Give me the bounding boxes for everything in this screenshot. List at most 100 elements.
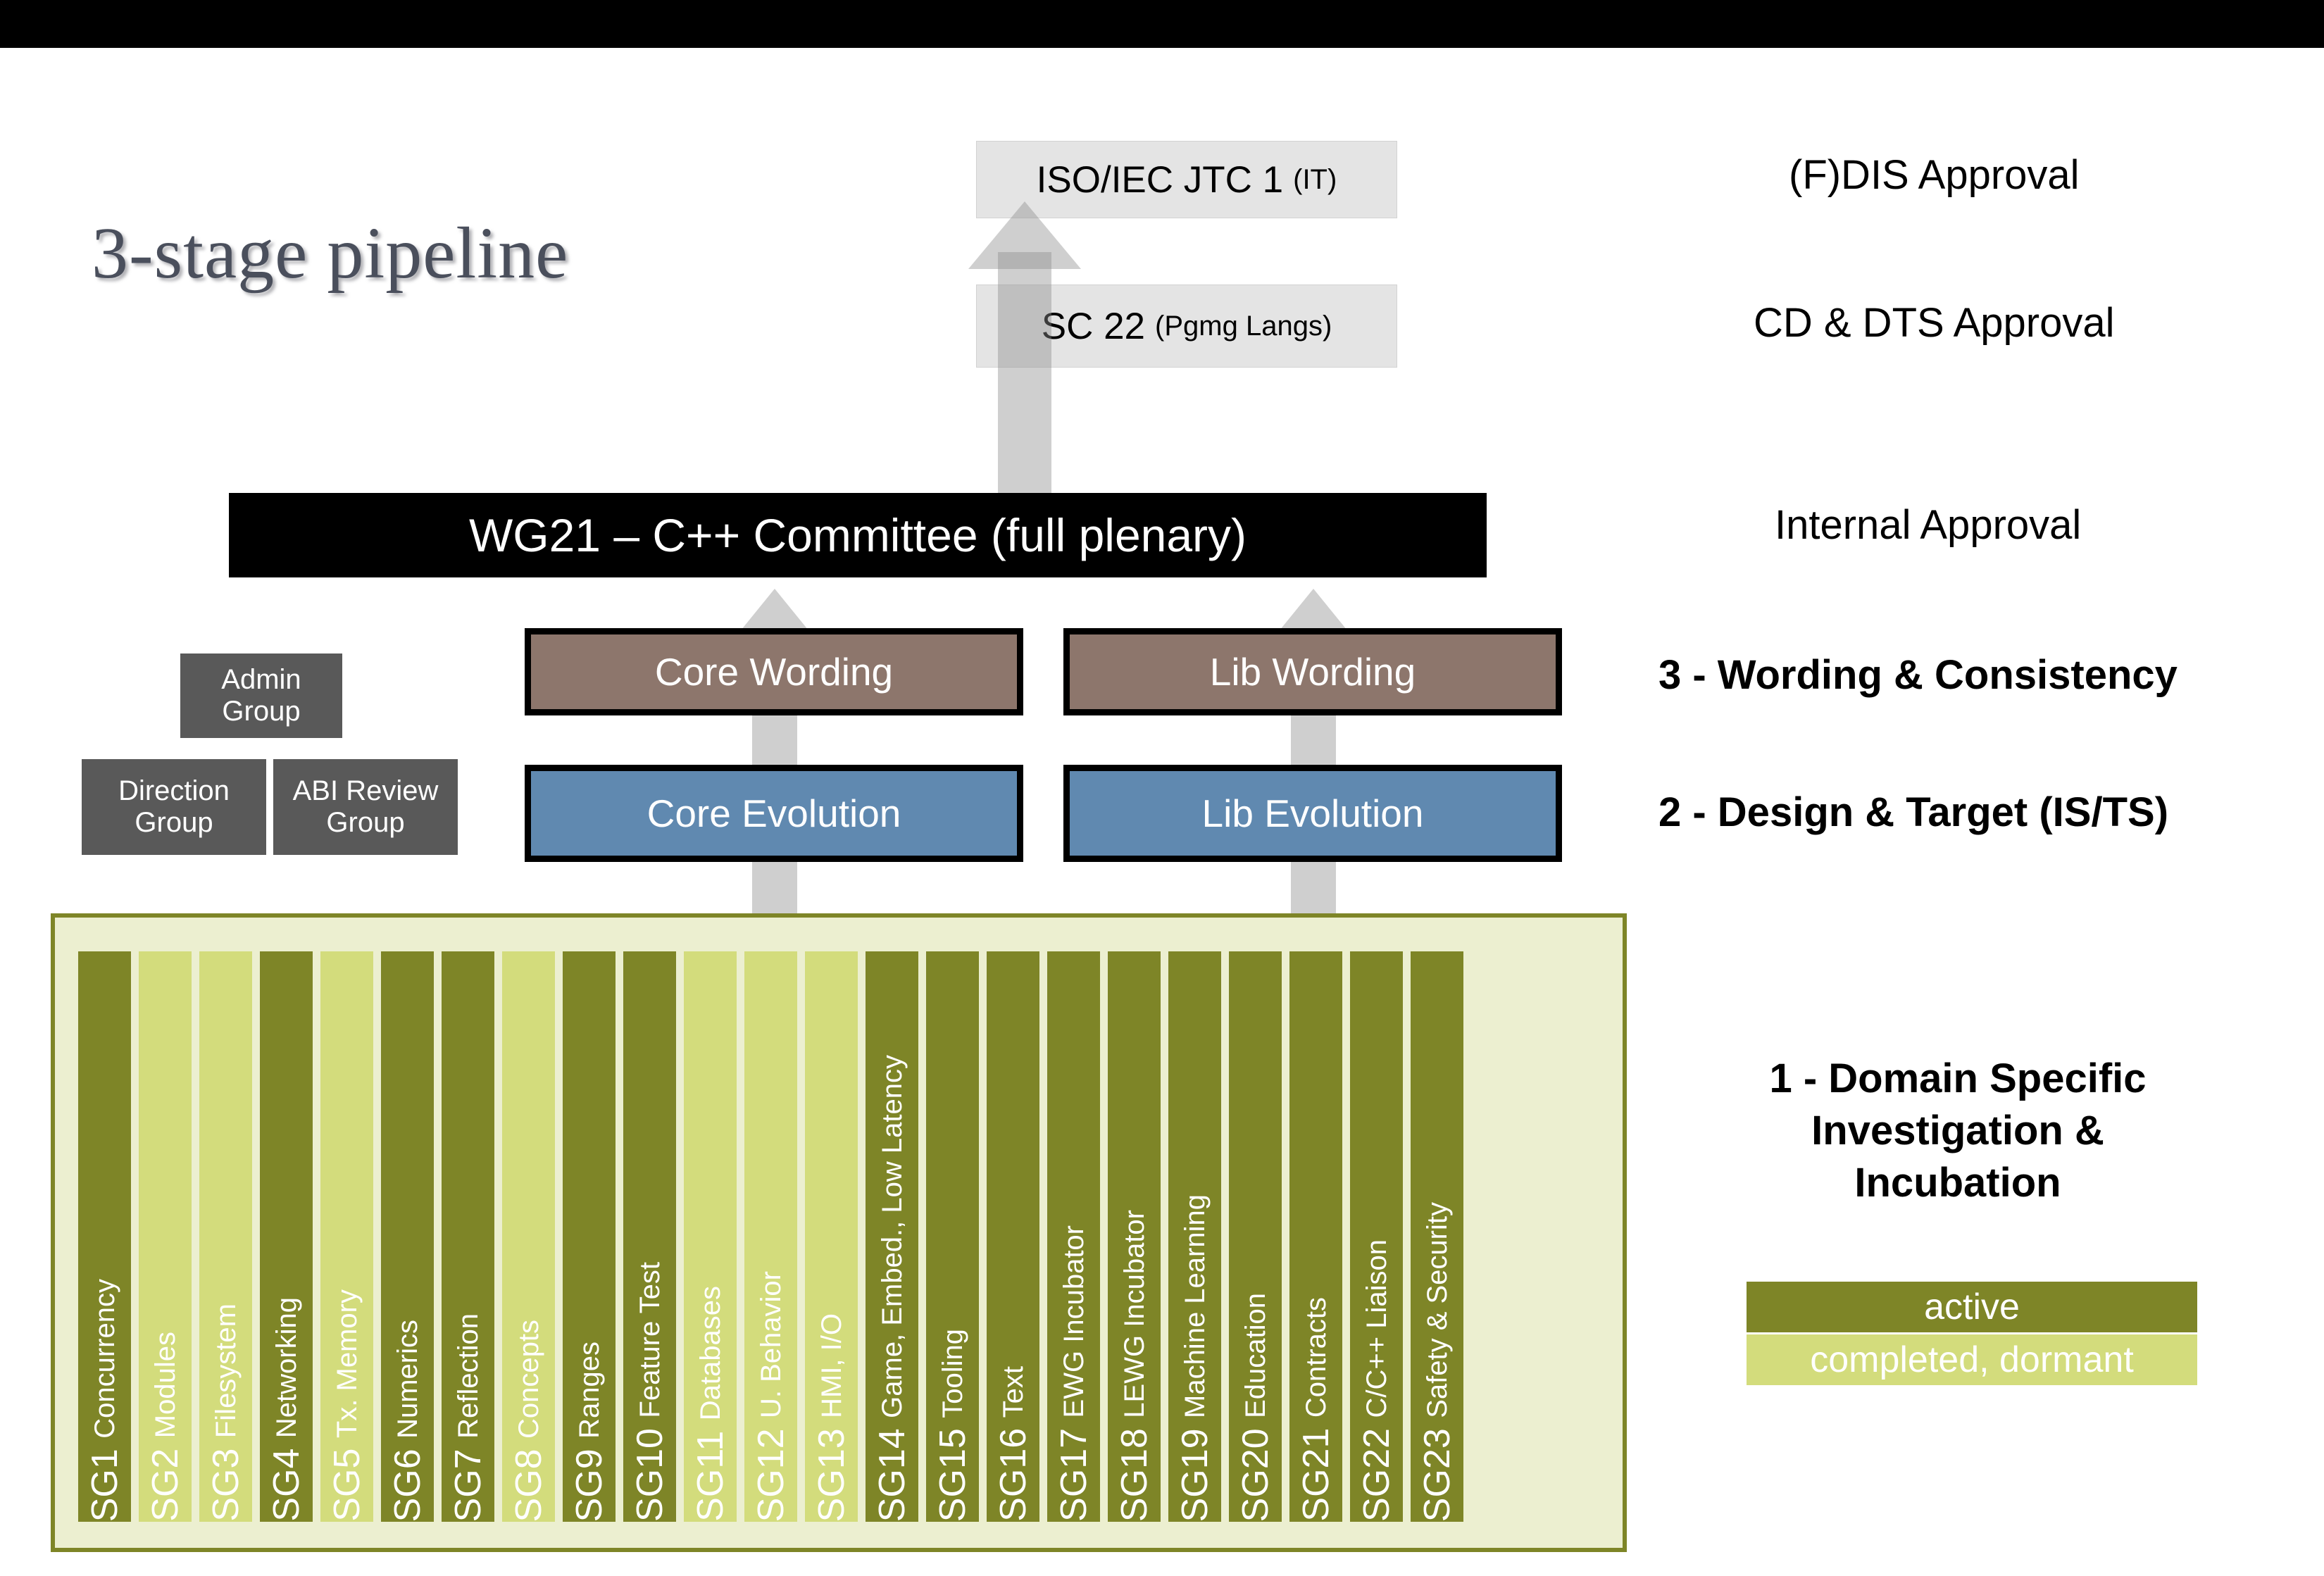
study-group-column-sg5[interactable]: SG5 Tx. Memory [320,951,373,1522]
study-group-column-sg22[interactable]: SG22 C/C++ Liaison [1350,951,1403,1522]
study-group-number: SG13 [811,1418,852,1522]
iso-jtc1-sublabel: (IT) [1293,163,1337,195]
study-group-name: Concurrency [89,1278,120,1439]
label-stage-1-line2: Investigation & [1811,1108,2104,1154]
study-group-name: Tooling [937,1328,968,1418]
study-group-name: Ranges [573,1341,605,1439]
study-group-name: Concepts [513,1319,544,1439]
study-group-column-sg6[interactable]: SG6 Numerics [381,951,434,1522]
iso-jtc1-label: ISO/IEC JTC 1 [1036,158,1284,201]
admin-group-box: Admin Group [180,653,342,738]
study-group-label: SG21 Contracts [1295,1279,1337,1522]
lib-evolution-box: Lib Evolution [1063,765,1562,862]
sc22-box: SC 22 (Pgmg Langs) [976,284,1397,368]
study-group-column-sg3[interactable]: SG3 Filesystem [199,951,252,1522]
study-group-column-sg19[interactable]: SG19 Machine Learning [1168,951,1221,1522]
sc22-sublabel: (Pgmg Langs) [1155,310,1332,342]
admin-group-line2: Group [222,696,301,727]
label-cd-dts-approval: CD & DTS Approval [1754,300,2115,346]
study-group-label: SG5 Tx. Memory [326,1271,368,1522]
study-group-number: SG5 [326,1438,368,1522]
abi-group-line1: ABI Review [292,775,439,807]
study-group-number: SG22 [1356,1418,1397,1522]
study-group-label: SG9 Ranges [568,1323,610,1522]
study-group-column-sg8[interactable]: SG8 Concepts [502,951,555,1522]
study-group-column-sg18[interactable]: SG18 LEWG Incubator [1108,951,1161,1522]
direction-group-line1: Direction [118,775,230,807]
study-group-number: SG8 [508,1438,549,1522]
core-evolution-box: Core Evolution [525,765,1023,862]
study-group-name: Education [1239,1292,1271,1418]
study-group-number: SG7 [447,1438,489,1522]
label-stage-3: 3 - Wording & Consistency [1658,652,2178,698]
study-group-column-sg21[interactable]: SG21 Contracts [1289,951,1342,1522]
direction-group-box: Direction Group [82,759,266,855]
study-group-column-sg2[interactable]: SG2 Modules [139,951,192,1522]
study-group-name: Tx. Memory [331,1289,363,1439]
core-wording-box: Core Wording [525,628,1023,715]
top-black-bar [0,0,2324,48]
study-group-name: Modules [149,1332,181,1439]
study-group-label: SG8 Concepts [508,1301,549,1522]
study-group-number: SG15 [932,1418,973,1522]
study-group-label: SG1 Concurrency [85,1261,125,1522]
study-group-column-sg13[interactable]: SG13 HMI, I/O [805,951,858,1522]
study-group-label: SG3 Filesystem [205,1285,246,1522]
study-group-column-sg4[interactable]: SG4 Networking [260,951,313,1522]
study-group-label: SG15 Tooling [932,1311,973,1522]
page-title: 3-stage pipeline [92,213,569,294]
study-group-column-sg11[interactable]: SG11 Databases [684,951,737,1522]
study-group-number: SG23 [1416,1418,1458,1522]
study-group-label: SG6 Numerics [387,1301,428,1522]
label-fdis-approval: (F)DIS Approval [1789,152,2080,198]
study-group-column-sg1[interactable]: SG1 Concurrency [78,951,131,1522]
study-group-label: SG11 Databases [690,1268,731,1522]
study-group-column-sg12[interactable]: SG12 U. Behavior [744,951,797,1522]
study-group-label: SG13 HMI, I/O [811,1295,852,1522]
study-group-label: SG23 Safety & Security [1416,1184,1458,1522]
study-group-column-sg9[interactable]: SG9 Ranges [563,951,616,1522]
legend-active-swatch: active [1747,1282,2197,1332]
study-group-column-sg16[interactable]: SG16 Text [987,951,1039,1522]
study-group-column-sg23[interactable]: SG23 Safety & Security [1411,951,1463,1522]
study-group-number: SG20 [1235,1418,1276,1522]
study-group-label: SG22 C/C++ Liaison [1356,1221,1397,1522]
study-group-name: Contracts [1300,1297,1332,1418]
study-group-name: U. Behavior [755,1270,787,1418]
legend-dormant-swatch: completed, dormant [1747,1334,2197,1385]
study-group-name: Filesystem [210,1303,242,1439]
label-stage-2: 2 - Design & Target (IS/TS) [1658,789,2169,835]
study-group-number: SG18 [1113,1418,1155,1522]
study-group-column-sg7[interactable]: SG7 Reflection [442,951,494,1522]
study-group-number: SG9 [568,1438,610,1522]
study-group-number: SG10 [629,1418,670,1522]
study-group-number: SG2 [144,1438,186,1522]
study-group-name: Machine Learning [1179,1194,1211,1418]
arrow-up-to-iso-icon [968,201,1081,497]
study-group-label: SG14 Game, Embed., Low Latency [871,1037,913,1522]
study-group-name: C/C++ Liaison [1361,1239,1392,1418]
study-group-label: SG16 Text [992,1348,1034,1522]
study-group-column-sg17[interactable]: SG17 EWG Incubator [1047,951,1100,1522]
study-group-column-sg20[interactable]: SG20 Education [1229,951,1282,1522]
study-group-number: SG16 [992,1418,1034,1522]
study-group-column-sg14[interactable]: SG14 Game, Embed., Low Latency [866,951,918,1522]
study-group-label: SG10 Feature Test [629,1244,670,1522]
study-group-column-sg15[interactable]: SG15 Tooling [926,951,979,1522]
abi-review-group-box: ABI Review Group [273,759,458,855]
study-group-number: SG3 [205,1438,246,1522]
study-group-number: SG21 [1295,1418,1337,1522]
study-group-name: Game, Embed., Low Latency [876,1054,908,1418]
study-group-name: EWG Incubator [1058,1225,1089,1418]
study-group-number: SG6 [387,1438,428,1522]
study-group-label: SG2 Modules [144,1313,186,1522]
study-group-number: SG14 [871,1418,913,1522]
sc22-label: SC 22 [1041,305,1146,347]
study-group-number: SG17 [1053,1418,1094,1522]
study-group-number: SG12 [750,1418,792,1522]
study-group-column-sg10[interactable]: SG10 Feature Test [623,951,676,1522]
study-group-label: SG12 U. Behavior [750,1253,792,1522]
